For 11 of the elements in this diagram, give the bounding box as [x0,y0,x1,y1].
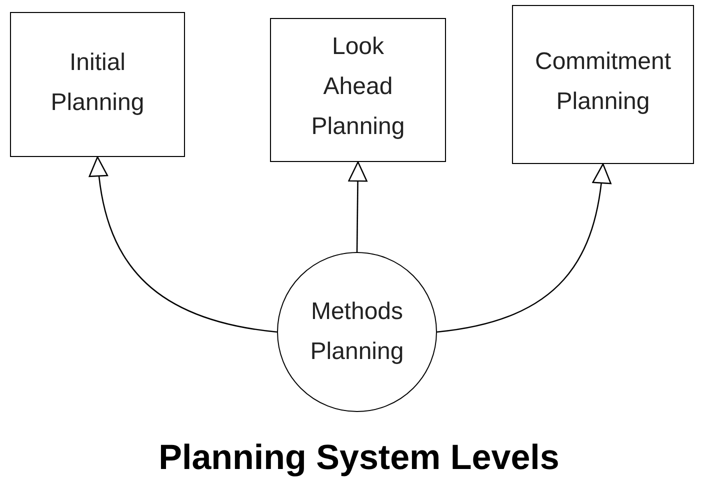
process-box [512,5,694,164]
arrow [348,161,368,252]
process-box [10,12,185,157]
process-box [270,18,446,162]
arrow [90,156,278,333]
diagram-title: Planning System Levels [158,437,560,479]
node-label: Methods Planning [309,297,405,367]
node-label: Initial Planning [50,48,146,118]
arrow [436,163,611,333]
node-label: Look Ahead Planning [310,32,406,142]
node-label: Commitment Planning [534,47,672,117]
